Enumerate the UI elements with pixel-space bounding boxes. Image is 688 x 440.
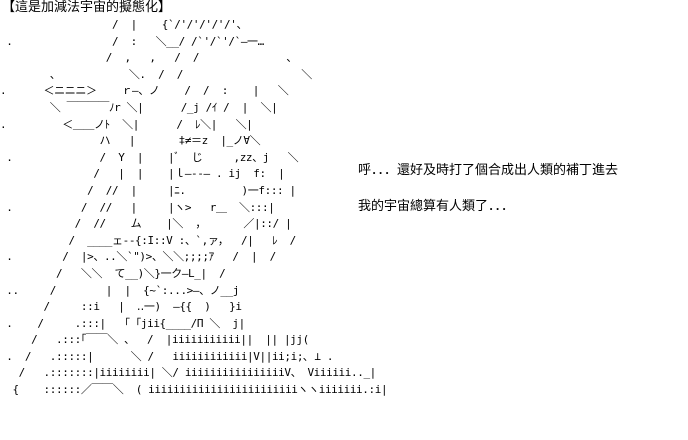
dialogue-line-1: 呼．．．還好及時打了個合成出人類的補丁進去: [358, 163, 619, 178]
page-title: 【這是加減法宇宙的擬態化】: [2, 0, 172, 15]
ascii-art-figure: / | {`/'/'/'/'/'、 . / : ＼__/ /`'/`'/`―一……: [0, 18, 388, 397]
dialogue-line-2: 我的宇宙總算有人類了．．．: [358, 199, 515, 214]
